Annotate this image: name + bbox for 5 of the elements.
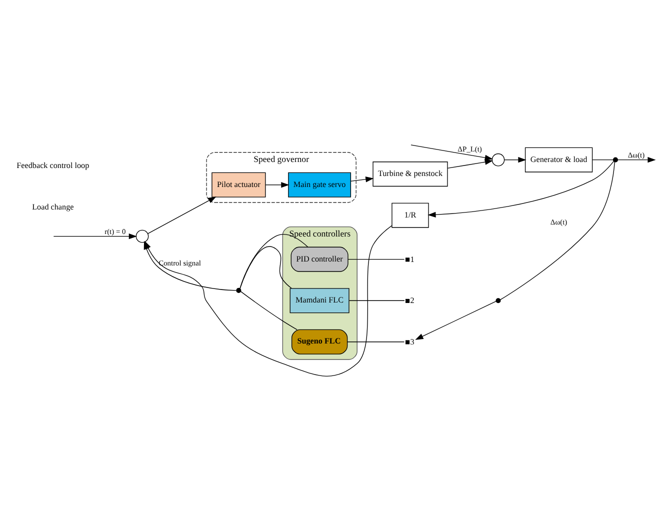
edge-label: Control signal [158, 258, 201, 267]
edge-label: Δω(t) [550, 217, 568, 226]
edge-label: r(t) = 0 [104, 226, 126, 236]
edge-label: ΔP_L(t) [458, 144, 482, 154]
edge-label: Δω(t) [628, 150, 645, 160]
